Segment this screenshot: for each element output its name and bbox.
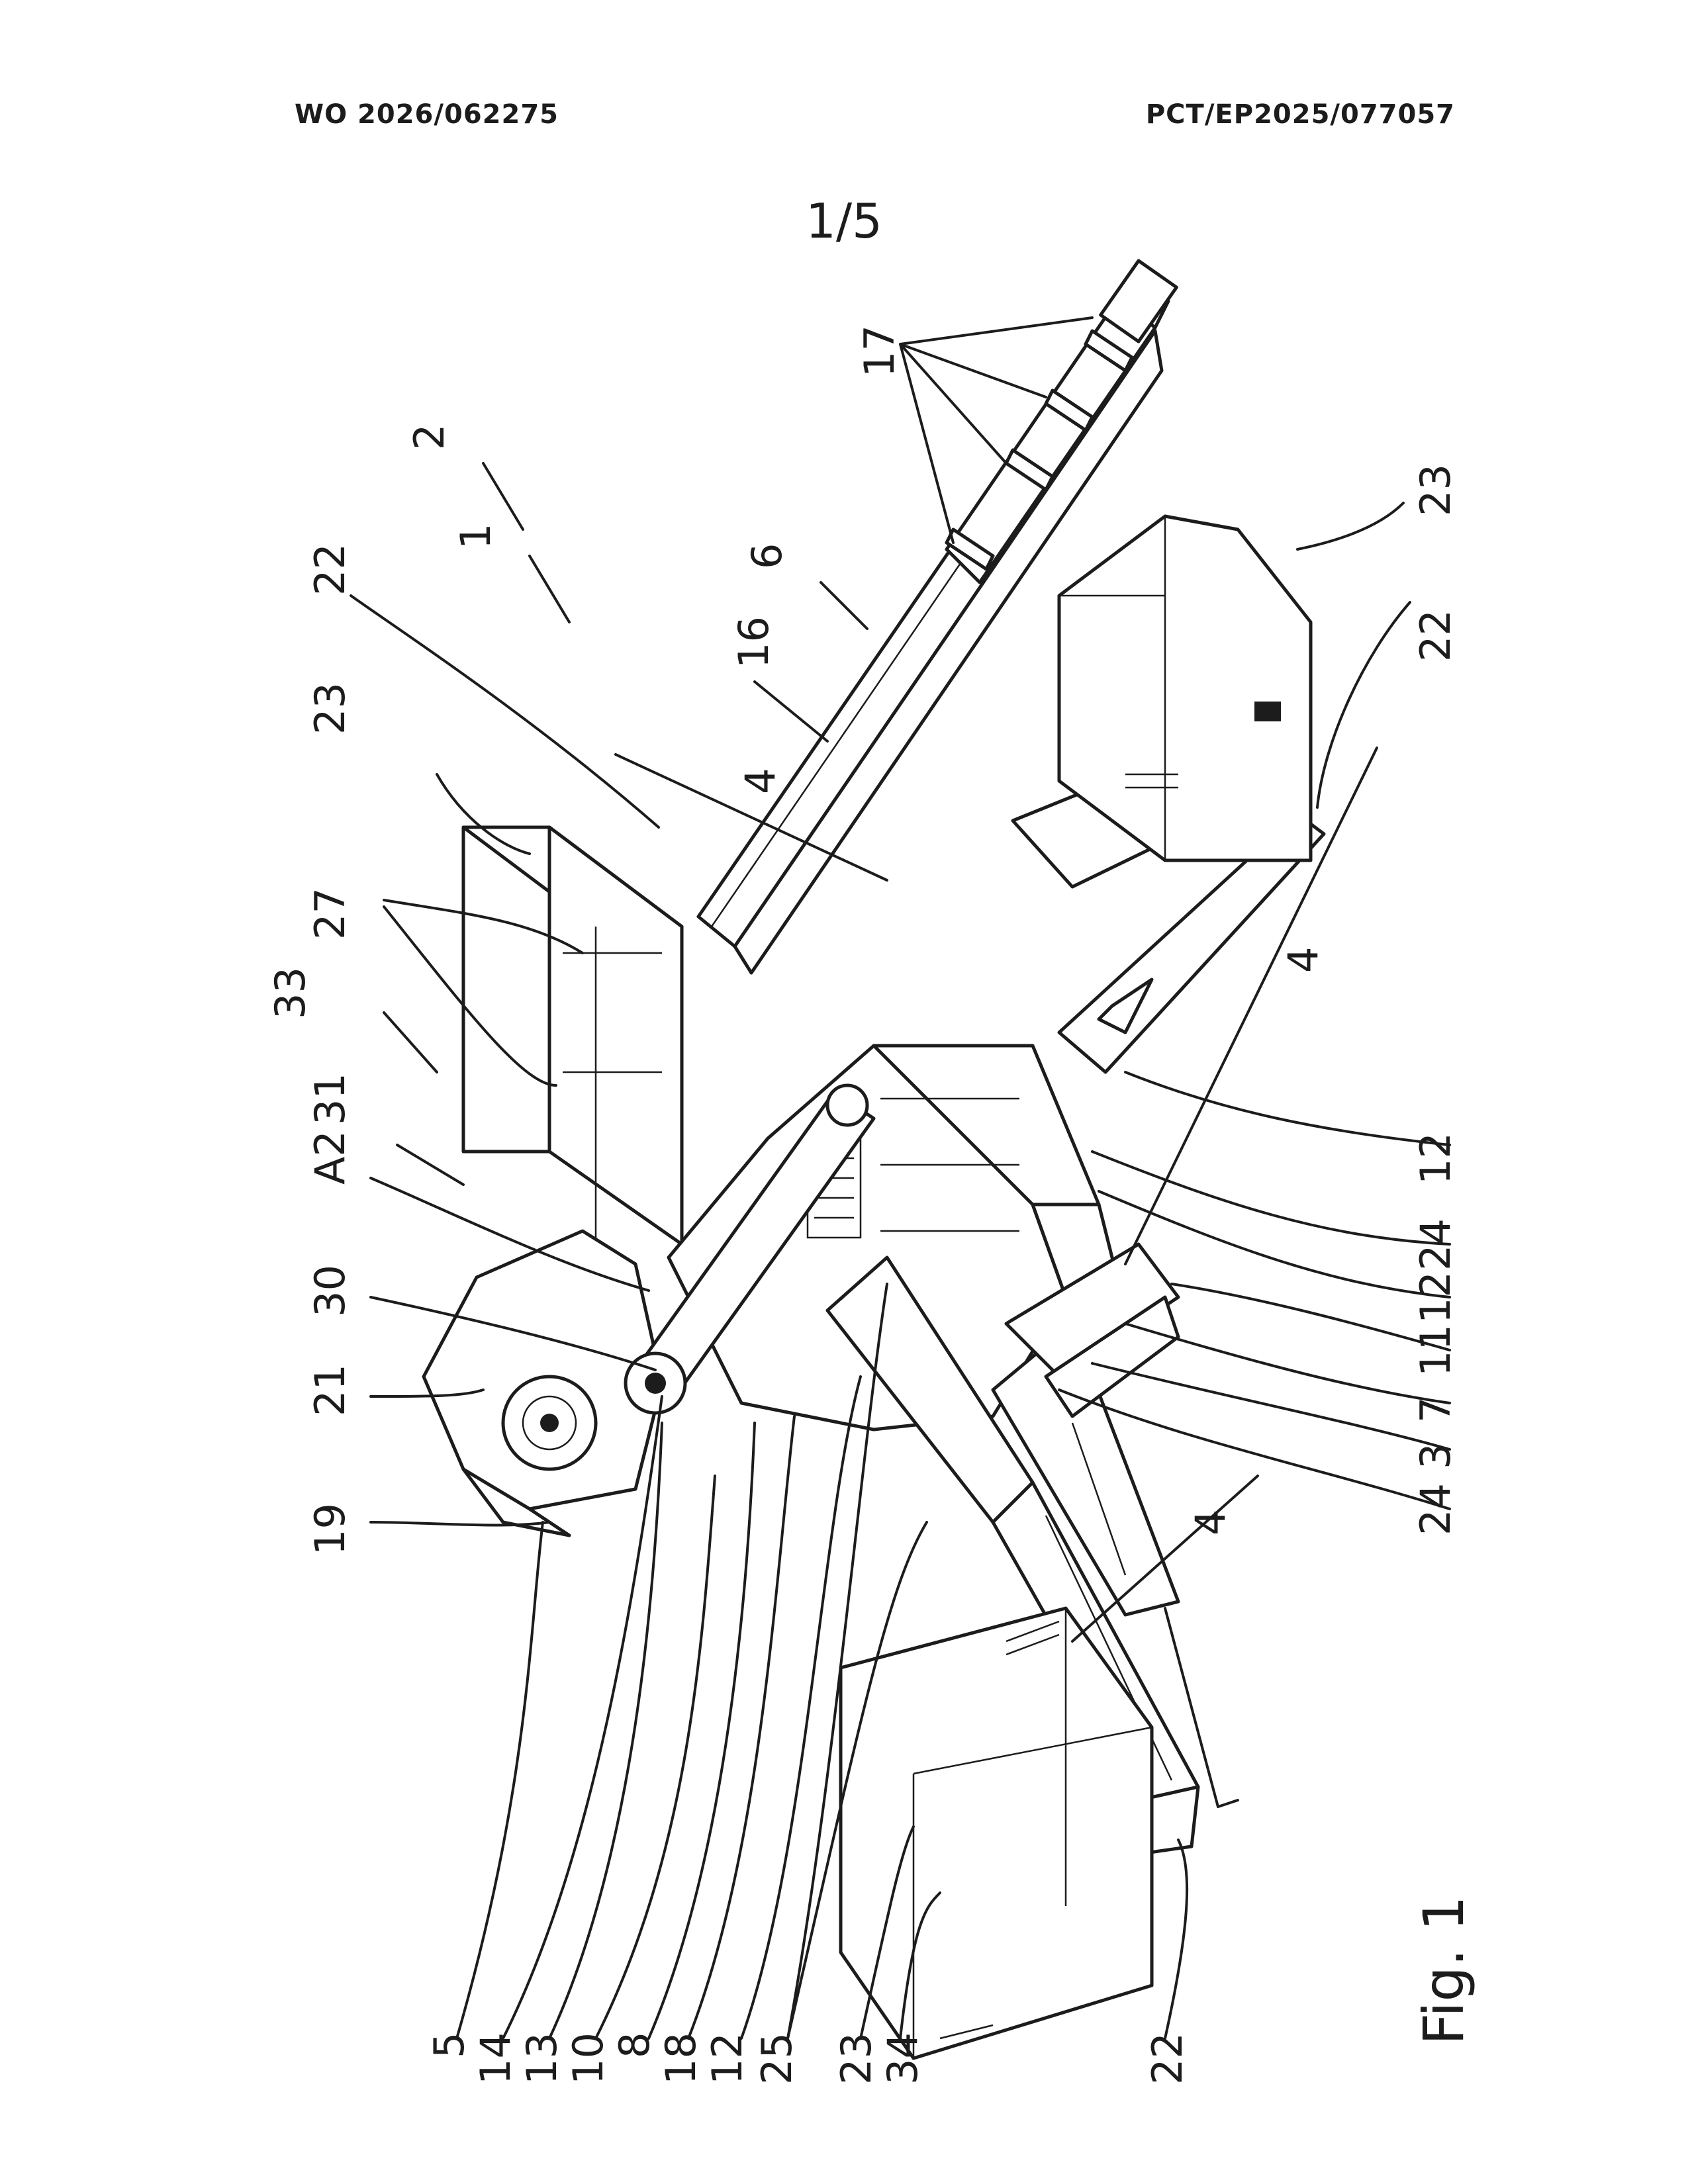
numeral-12-right-b: 12 <box>1411 1271 1460 1324</box>
numeral-25: 25 <box>753 2032 801 2085</box>
numeral-2: 2 <box>405 424 453 450</box>
numeral-24-right-b: 24 <box>1411 1483 1460 1535</box>
numeral-31: 31 <box>306 1073 354 1125</box>
numeral-30: 30 <box>306 1265 354 1317</box>
numeral-3: 3 <box>1411 1443 1460 1469</box>
numeral-12-right-a: 12 <box>1411 1132 1460 1185</box>
numeral-7: 7 <box>1411 1397 1460 1423</box>
numeral-11: 11 <box>1411 1324 1460 1377</box>
numeral-4-mid: 4 <box>1279 947 1327 973</box>
numeral-6: 6 <box>743 543 791 569</box>
numerals-top-row: 22 23 27 33 31 A2 30 21 19 <box>266 543 354 1555</box>
numeral-4-top: 4 <box>736 768 784 794</box>
numeral-22-right: 22 <box>1411 610 1460 662</box>
machine-illustration <box>351 261 1450 2058</box>
numeral-24-right-a: 24 <box>1411 1218 1460 1271</box>
numeral-23-top: 23 <box>306 682 354 735</box>
outrigger-upper-right <box>1013 516 1324 1072</box>
numeral-a2: A2 <box>306 1130 354 1185</box>
numeral-22-bottom: 22 <box>1143 2032 1192 2085</box>
numeral-34: 34 <box>878 2032 927 2085</box>
numeral-19: 19 <box>306 1503 354 1555</box>
numerals-bottom-row: 5 14 13 10 8 18 12 25 23 34 22 <box>425 2032 1192 2085</box>
numeral-27: 27 <box>306 887 354 940</box>
numeral-8: 8 <box>610 2032 659 2058</box>
numeral-16: 16 <box>729 616 778 668</box>
numeral-21: 21 <box>306 1364 354 1416</box>
numeral-17: 17 <box>855 325 904 377</box>
numeral-23-bottom: 23 <box>832 2032 880 2085</box>
numeral-13: 13 <box>518 2032 566 2085</box>
numeral-14: 14 <box>471 2032 520 2085</box>
numeral-1: 1 <box>451 523 500 549</box>
figure-caption: Fig. 1 <box>1411 1895 1476 2045</box>
numeral-22-top: 22 <box>306 543 354 596</box>
numeral-5: 5 <box>425 2032 473 2058</box>
numeral-12-bottom: 12 <box>703 2032 751 2085</box>
numeral-33: 33 <box>266 967 314 1019</box>
numeral-4-lower: 4 <box>1186 1510 1235 1535</box>
numeral-23-right: 23 <box>1411 464 1460 516</box>
numeral-18: 18 <box>657 2032 705 2085</box>
numeral-10: 10 <box>564 2032 612 2085</box>
container-top-left <box>463 827 682 1244</box>
